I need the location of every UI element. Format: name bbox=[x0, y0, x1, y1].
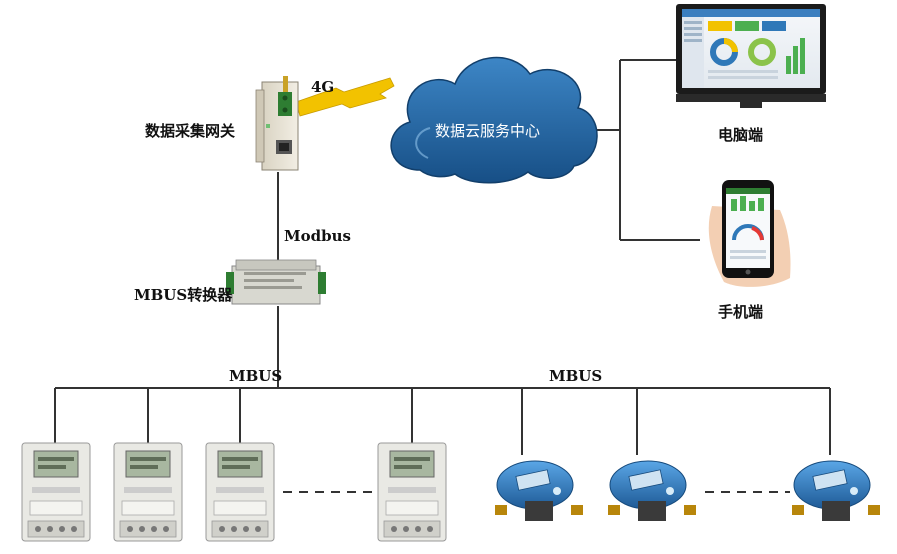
electric-meter-icon bbox=[113, 442, 183, 542]
cloud-label: 数据云服务中心 bbox=[435, 122, 541, 140]
pc-label: 电脑端 bbox=[718, 126, 764, 144]
phone-label: 手机端 bbox=[718, 303, 764, 321]
mbus-converter-device-icon bbox=[226, 259, 326, 305]
gateway-device-icon bbox=[255, 76, 299, 171]
mbus-left-label: MBUS bbox=[229, 367, 283, 385]
water-meter-icons bbox=[495, 460, 880, 521]
water-meter-icon bbox=[792, 460, 880, 521]
modbus-label: Modbus bbox=[284, 227, 351, 245]
electric-meter-icon bbox=[21, 442, 91, 542]
cloud-service-icon bbox=[390, 56, 598, 184]
electric-meter-icon bbox=[205, 442, 275, 542]
electric-meter-icons bbox=[21, 442, 447, 542]
gateway-label: 数据采集网关 bbox=[145, 122, 236, 140]
pc-monitor-icon bbox=[676, 4, 826, 108]
wireless-4g-lightning-icon bbox=[295, 77, 395, 117]
converter-label: MBUS转换器 bbox=[134, 286, 233, 304]
water-meter-icon bbox=[608, 460, 696, 521]
link-4g-label: 4G bbox=[311, 78, 335, 96]
mbus-right-label: MBUS bbox=[549, 367, 603, 385]
electric-meter-icon bbox=[377, 442, 447, 542]
water-meter-icon bbox=[495, 460, 583, 521]
mobile-phone-icon bbox=[708, 180, 791, 287]
